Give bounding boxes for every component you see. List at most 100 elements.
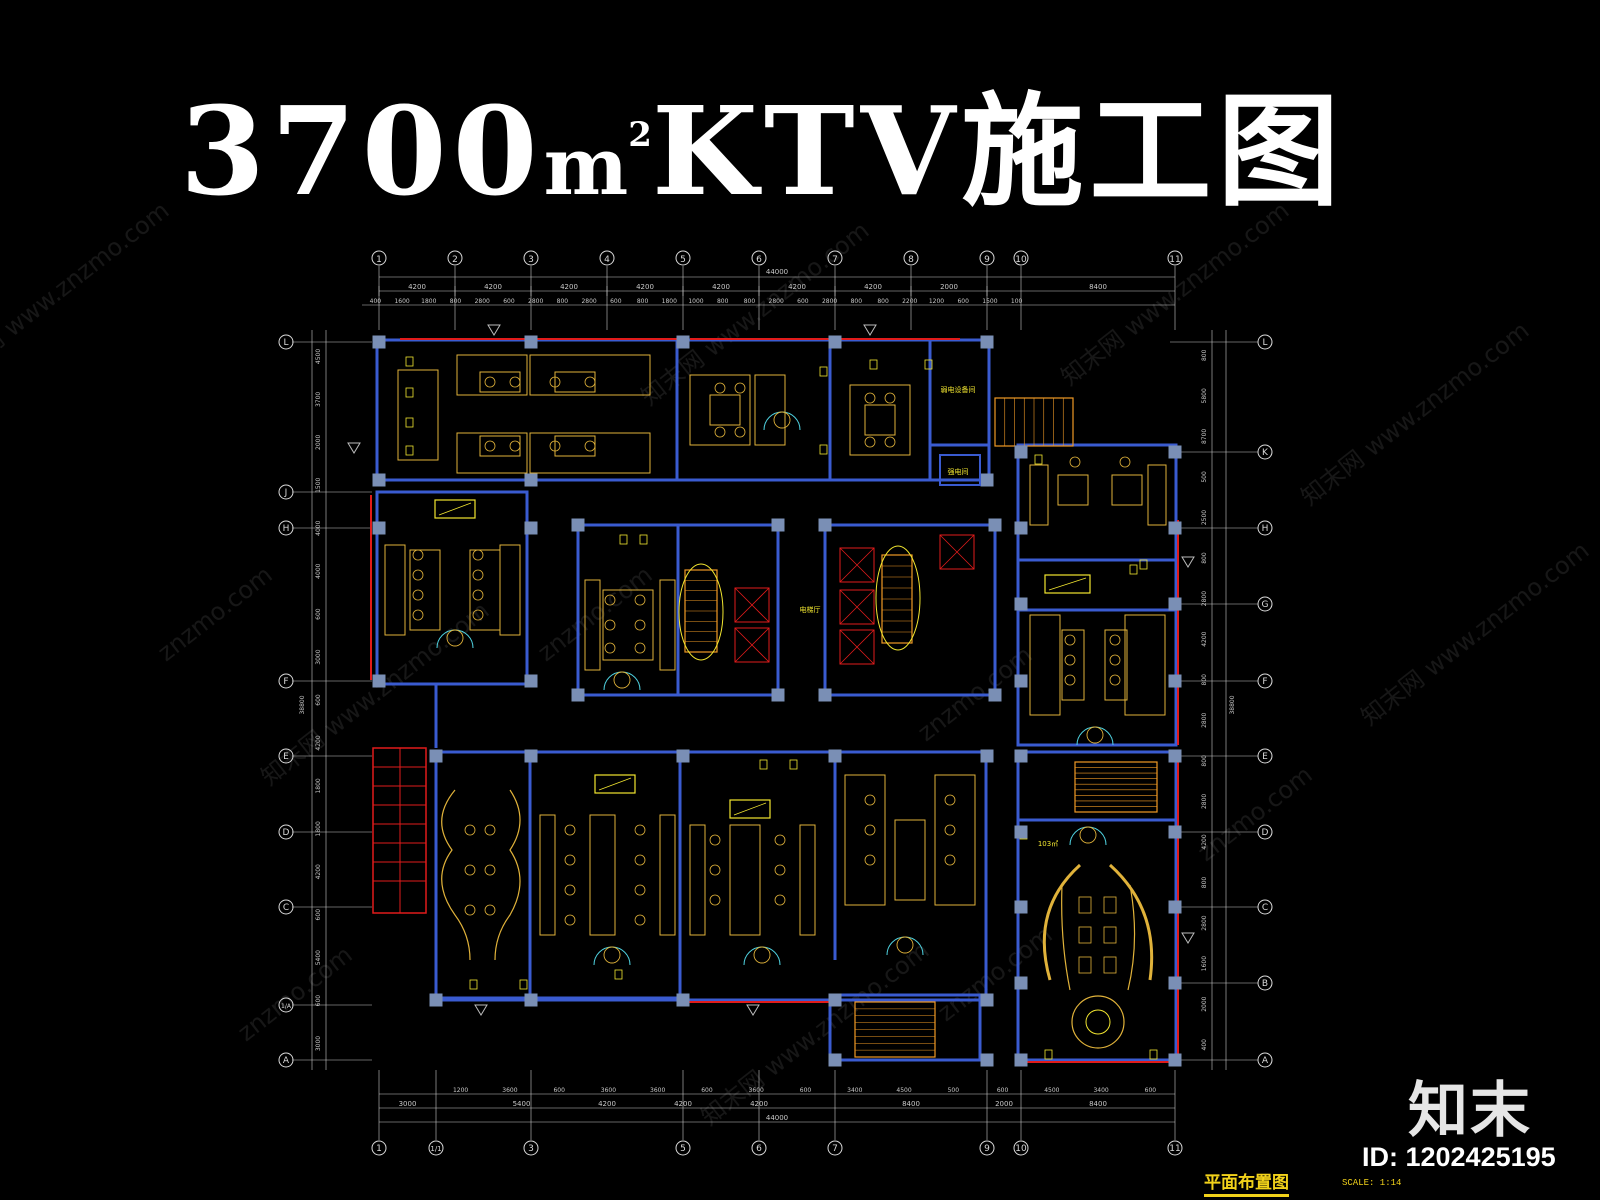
fixture-mark: [405, 387, 414, 398]
fixture-mark: [405, 417, 414, 428]
grid-bubble: [827, 250, 843, 266]
grid-bubble: [1257, 596, 1273, 612]
structural-column: [980, 473, 994, 487]
elevator-cross: [839, 629, 875, 665]
round-stage: [1071, 995, 1125, 1049]
sofa: [499, 544, 521, 636]
stool: [864, 436, 876, 448]
furniture-layer: [384, 354, 1167, 1060]
room-label-electrical: 强电间: [948, 467, 969, 476]
sofa: [584, 579, 601, 671]
grid-bubble-label-2: 2: [452, 255, 458, 265]
dimension-text: 5800: [1201, 388, 1208, 403]
grid-bubble-label-8: 8: [908, 255, 914, 265]
armchair: [1078, 956, 1092, 974]
dimension-text: 600: [315, 995, 322, 1007]
dimension-text: 3400: [1093, 1087, 1108, 1094]
dimension-text: 2800: [822, 298, 837, 305]
stool: [634, 642, 646, 654]
elevator-cross: [734, 627, 770, 663]
dimension-text: 600: [315, 909, 322, 921]
grid-bubble-label-11: 11: [1169, 255, 1180, 265]
stool: [774, 894, 786, 906]
grid-bubble: [751, 250, 767, 266]
structural-column: [818, 688, 832, 702]
dimension-text: 4200: [315, 735, 322, 750]
sofa: [456, 354, 528, 396]
grid-bubble-label-E: E: [283, 752, 289, 762]
structural-column: [1168, 597, 1182, 611]
watermark-text: znzmo.com: [1193, 761, 1318, 867]
structural-column: [1168, 674, 1182, 688]
grid-bubble-label-C: C: [1262, 903, 1268, 913]
armchair: [1103, 956, 1117, 974]
grid-bubble-label-3: 3: [528, 1144, 534, 1154]
grid-bubble: [523, 1140, 539, 1156]
dimension-text: 500: [1201, 471, 1208, 483]
grid-bubble-label-F: F: [1262, 677, 1267, 687]
structural-column: [771, 688, 785, 702]
dimension-text: 3600: [601, 1087, 616, 1094]
structural-column: [524, 335, 538, 349]
fixture-mark: [619, 534, 628, 545]
structural-column: [524, 749, 538, 763]
dimension-text: 4200: [1201, 631, 1208, 646]
dimension-text: 8400: [1089, 283, 1107, 291]
table: [1057, 474, 1089, 506]
dimension-text: 100: [1011, 298, 1023, 305]
structural-column: [988, 688, 1002, 702]
grid-bubble-label-1/A: 1/A: [281, 1003, 292, 1010]
dimension-text: 2800: [769, 298, 784, 305]
stool: [472, 569, 484, 581]
sofa: [384, 544, 406, 636]
washbasin: [446, 629, 464, 647]
watermark-text: znzmo.com: [533, 561, 658, 667]
stool: [604, 619, 616, 631]
grid-bubble: [1257, 673, 1273, 689]
dimension-text: 600: [800, 1087, 812, 1094]
dimension-text: 2500: [1201, 510, 1208, 525]
table: [479, 371, 521, 393]
scale-label: SCALE: 1:14: [1342, 1178, 1402, 1188]
sofa: [689, 374, 751, 446]
structural-column: [1168, 521, 1182, 535]
table: [729, 824, 761, 936]
stool: [734, 426, 746, 438]
door-swing: [603, 671, 641, 691]
room-label-area: 103㎡: [1038, 840, 1058, 848]
structural-column: [372, 473, 386, 487]
grid-bubble: [1257, 975, 1273, 991]
dimension-text: 44000: [766, 268, 788, 276]
stool: [634, 594, 646, 606]
grid-bubble-label-G: G: [1262, 600, 1269, 610]
table: [409, 549, 441, 631]
washbasin: [603, 946, 621, 964]
dimension-text: 2800: [528, 298, 543, 305]
stool: [709, 894, 721, 906]
table: [469, 549, 501, 631]
watermark-text: znzmo.com: [153, 561, 278, 667]
structural-column: [1014, 445, 1028, 459]
fixture-mark: [924, 359, 933, 370]
structural-column: [372, 335, 386, 349]
grid-bubble: [278, 899, 294, 915]
structural-column: [1014, 749, 1028, 763]
image-id: ID: 1202425195: [1362, 1142, 1556, 1172]
dimension-text: 2000: [315, 435, 322, 450]
structural-column: [372, 521, 386, 535]
armchair: [1078, 896, 1092, 914]
structural-column: [524, 674, 538, 688]
grid-bubble-label-D: D: [1262, 828, 1269, 838]
stool: [1109, 674, 1121, 686]
dimension-text: 4200: [598, 1100, 616, 1108]
grid-bubble: [599, 250, 615, 266]
dimension-text: 800: [1201, 349, 1208, 361]
fixture-mark: [405, 445, 414, 456]
stool: [774, 864, 786, 876]
dimension-text: 3000: [315, 1036, 322, 1051]
grid-bubble-label-5: 5: [680, 255, 686, 265]
fixture-mark: [819, 444, 828, 455]
stool: [1064, 634, 1076, 646]
stair-core-curve: [678, 563, 724, 661]
elevator-shaft: [939, 534, 975, 570]
